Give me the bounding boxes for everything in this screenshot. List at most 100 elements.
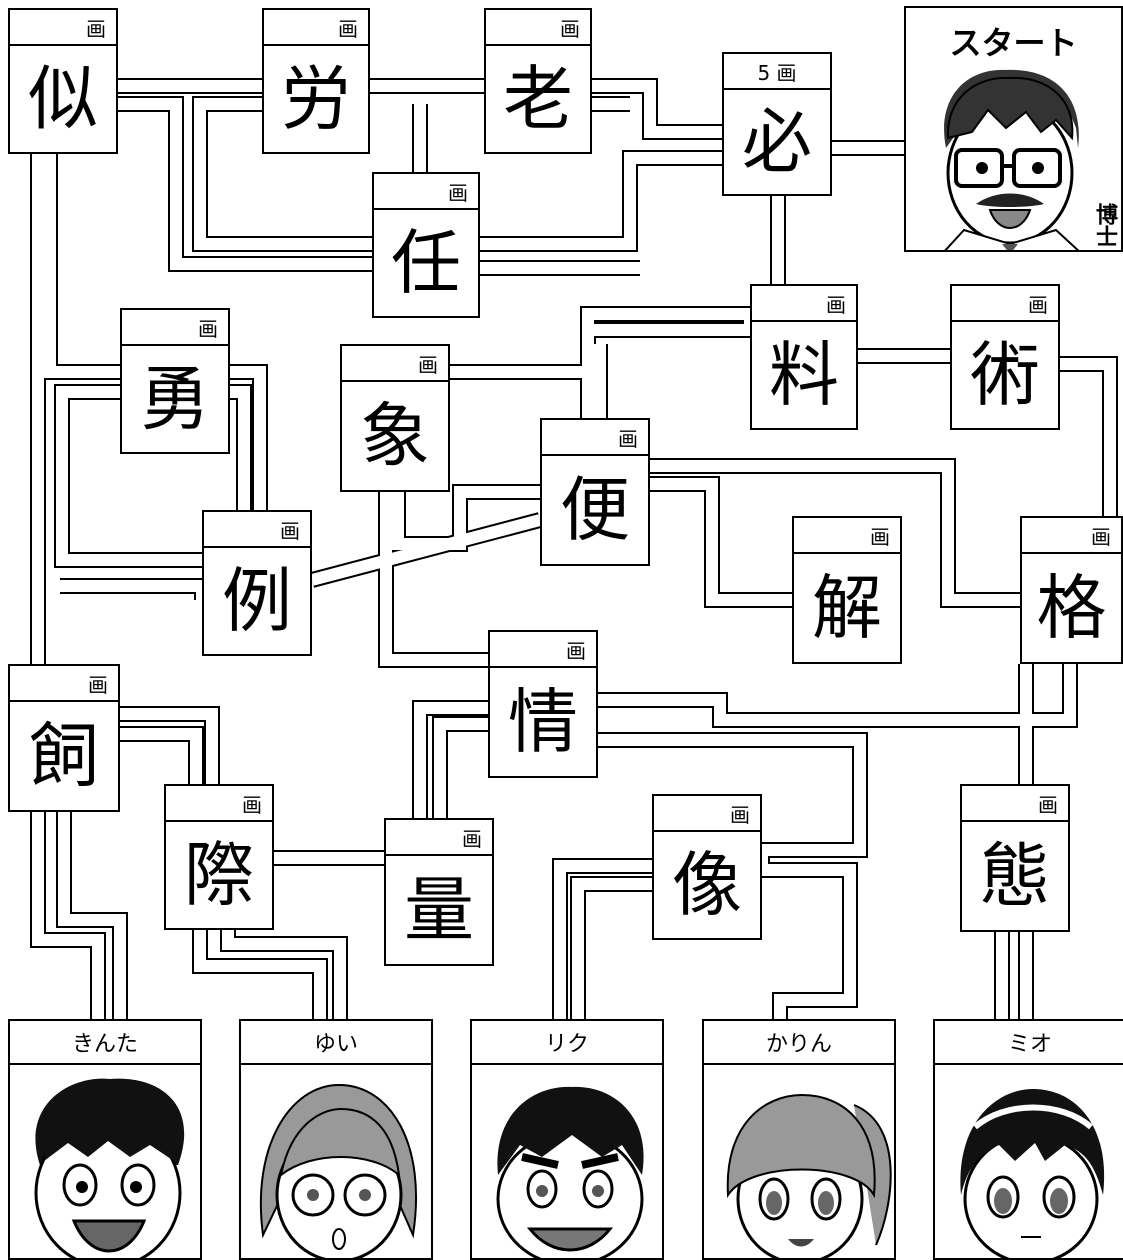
card-ryou[interactable]: 画 料 — [750, 284, 858, 430]
kanji-char: 似 — [28, 58, 98, 140]
path-core — [650, 478, 792, 606]
card-rou[interactable]: 画 労 — [262, 8, 370, 154]
path-core — [598, 734, 866, 1019]
kanji-char: 老 — [503, 58, 573, 140]
stroke-count: 画 — [264, 10, 368, 46]
card-jou[interactable]: 画 情 — [488, 630, 598, 778]
card-tai[interactable]: 画 態 — [960, 784, 1070, 932]
path-outline — [432, 716, 488, 818]
kid-face-icon — [960, 1089, 1105, 1258]
kid-name: きんた — [10, 1021, 200, 1065]
kid-name: リク — [472, 1021, 662, 1065]
path-core — [310, 514, 542, 586]
path-core — [32, 812, 104, 1019]
path-outline — [598, 664, 1078, 728]
stroke-count: 画 — [486, 10, 590, 46]
kanji-char: 象 — [360, 395, 430, 477]
stroke-count: 画 — [794, 518, 900, 554]
path-core — [194, 930, 326, 1019]
card-zou2[interactable]: 画 像 — [652, 794, 762, 940]
goal-mio[interactable]: ミオ — [933, 1019, 1123, 1260]
kanji-char: 勇 — [140, 358, 210, 440]
path-core — [1060, 358, 1116, 516]
card-nin[interactable]: 画 任 — [372, 172, 480, 318]
stroke-count: 画 — [386, 820, 492, 856]
goal-kinta[interactable]: きんた — [8, 1019, 202, 1260]
path-core — [380, 492, 488, 666]
path-core — [598, 664, 1076, 726]
goal-yui[interactable]: ゆい — [239, 1019, 433, 1260]
kid-face-icon — [726, 1093, 892, 1258]
path-core — [572, 878, 652, 1019]
card-rou2[interactable]: 画 老 — [484, 8, 592, 154]
professor-face-icon — [944, 69, 1080, 250]
kanji-char: 必 — [742, 101, 812, 183]
path-core — [222, 930, 346, 1019]
path-core — [650, 460, 1020, 606]
kanji-char: 任 — [391, 222, 461, 304]
card-rei[interactable]: 画 例 — [202, 510, 312, 656]
path-core — [592, 80, 722, 138]
stroke-count: 画 — [952, 286, 1058, 322]
stroke-count: 画 — [962, 786, 1068, 822]
kanji-char: 例 — [222, 560, 292, 642]
card-shi[interactable]: 画 飼 — [8, 664, 120, 812]
path-core — [56, 386, 202, 566]
stroke-count: 画 — [204, 512, 310, 548]
card-yuu[interactable]: 画 勇 — [120, 308, 230, 454]
kid-face-icon — [259, 1083, 418, 1258]
path-outline — [480, 150, 722, 252]
path-core — [118, 98, 372, 270]
kanji-char: 料 — [769, 334, 839, 416]
kid-face-icon — [34, 1078, 185, 1258]
card-hitsu[interactable]: 5 画 必 — [722, 52, 832, 196]
kanji-char: 際 — [184, 834, 254, 916]
kid-name: かりん — [704, 1021, 894, 1065]
stroke-count: 画 — [122, 310, 228, 346]
path-outline — [42, 154, 120, 380]
path-core — [194, 98, 372, 250]
path-outline — [1060, 356, 1118, 516]
path-core — [554, 860, 652, 1019]
kanji-char: 術 — [970, 334, 1040, 416]
stroke-count: 画 — [752, 286, 856, 322]
card-kai[interactable]: 画 解 — [792, 516, 902, 664]
kanji-char: 情 — [508, 681, 578, 763]
card-ryou2[interactable]: 画 量 — [384, 818, 494, 966]
professor-label: 博士 — [1092, 203, 1117, 247]
kanji-char: 解 — [812, 567, 882, 649]
start-box: スタート 博士 — [904, 6, 1123, 252]
stroke-count: 画 — [374, 174, 478, 210]
path-outline — [570, 876, 652, 1019]
card-ben[interactable]: 画 便 — [540, 418, 650, 566]
card-sai[interactable]: 画 際 — [164, 784, 274, 930]
stroke-count: 画 — [1022, 518, 1121, 554]
kanji-char: 像 — [672, 844, 742, 926]
kanji-char: 量 — [404, 869, 474, 951]
card-kaku[interactable]: 画 格 — [1020, 516, 1123, 664]
stroke-count: 画 — [542, 420, 648, 456]
card-jutsu[interactable]: 画 術 — [950, 284, 1060, 430]
stroke-count: 画 — [654, 796, 760, 832]
kid-face-icon — [496, 1086, 644, 1258]
stroke-count: 画 — [10, 10, 116, 46]
kanji-char: 便 — [560, 469, 630, 551]
kanji-char: 労 — [281, 58, 351, 140]
path-core — [44, 154, 120, 378]
kid-name: ミオ — [935, 1021, 1123, 1065]
path-core — [230, 386, 250, 510]
path-core — [58, 812, 126, 1019]
kid-name: ゆい — [241, 1021, 431, 1065]
path-core — [120, 728, 202, 784]
goal-riku[interactable]: リク — [470, 1019, 664, 1260]
stroke-count: 画 — [342, 346, 448, 382]
path-core — [480, 152, 722, 250]
card-ji[interactable]: 画 似 — [8, 8, 118, 154]
card-zou[interactable]: 画 象 — [340, 344, 450, 492]
path-outline — [120, 726, 204, 784]
path-core — [434, 718, 488, 818]
path-core — [582, 308, 756, 418]
goal-karin[interactable]: かりん — [702, 1019, 896, 1260]
path-core — [230, 366, 266, 510]
